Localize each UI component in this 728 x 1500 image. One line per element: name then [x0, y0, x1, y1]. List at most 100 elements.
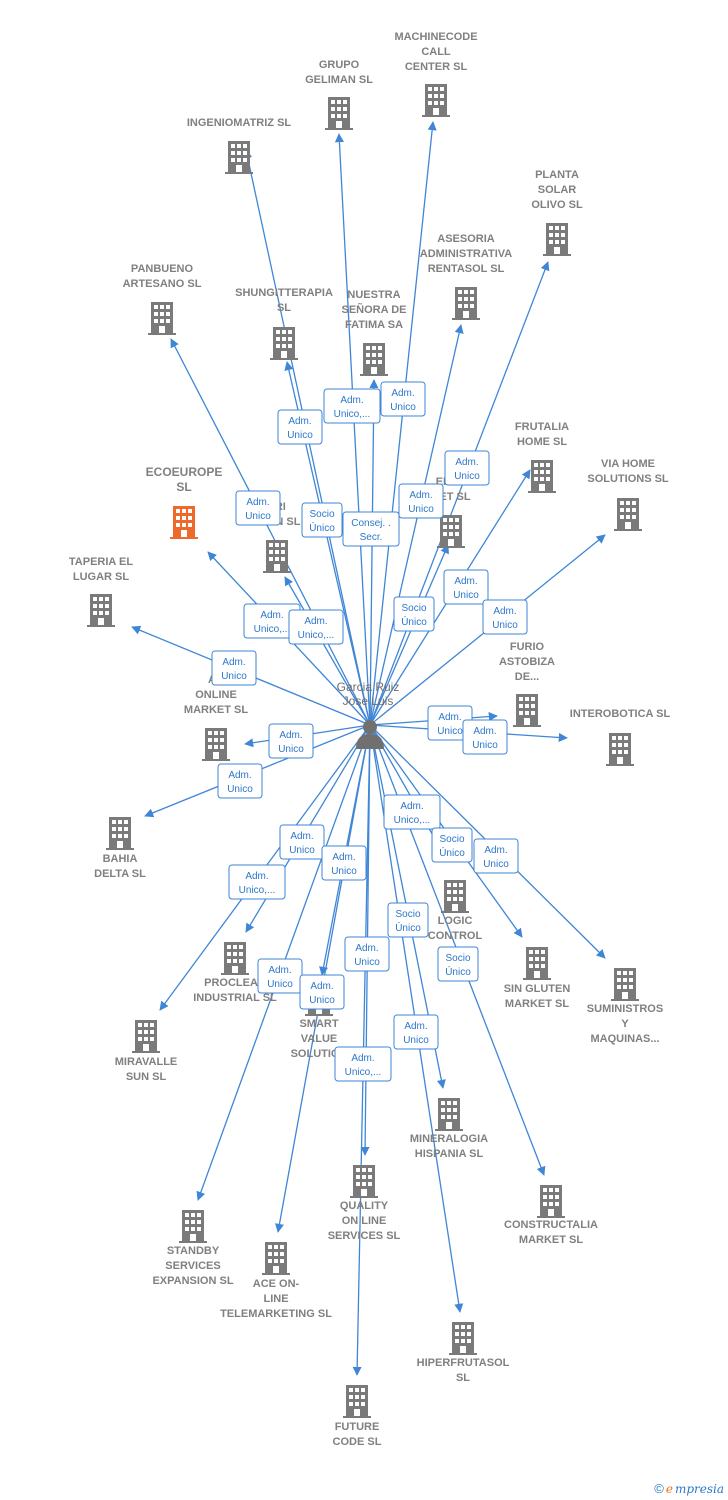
building-icon	[87, 594, 115, 627]
company-label-line: MINERALOGIA	[410, 1133, 488, 1145]
relation-label-r21[interactable]: Adm.Unico	[473, 838, 519, 874]
relation-label-r14[interactable]: Adm.Unico	[211, 650, 257, 686]
relation-label-r19[interactable]: Adm.Unico,...	[383, 794, 441, 830]
company-label-line: PLANTA	[535, 169, 579, 181]
relation-box	[393, 1014, 439, 1050]
relation-label-r3[interactable]: Adm.Unico	[380, 381, 426, 417]
relation-box	[277, 409, 323, 445]
relation-label-r22[interactable]: Adm.Unico	[279, 824, 325, 860]
relation-text: Unico	[492, 620, 518, 631]
edge-to-fmarket	[369, 544, 449, 726]
relation-label-r11[interactable]: Adm.Unico	[443, 569, 489, 605]
relation-text: Adm.	[260, 610, 283, 621]
relation-text: Unico	[437, 726, 463, 737]
relation-label-r17[interactable]: Adm.Unico	[268, 723, 314, 759]
building-icon	[225, 141, 253, 174]
company-label-line: PROCLEAN	[204, 977, 266, 989]
relation-label-r18[interactable]: Adm.Unico	[217, 763, 263, 799]
relation-label-r31[interactable]: Adm.Unico,...	[334, 1046, 392, 1082]
company-label-line: ADMINISTRATIVA	[420, 248, 513, 260]
relation-box	[235, 490, 281, 526]
relation-box	[268, 723, 314, 759]
relation-text: Unico	[221, 671, 247, 682]
relation-label-r24[interactable]: Adm.Unico,...	[228, 864, 286, 900]
relation-label-r27[interactable]: Adm.Unico	[344, 936, 390, 972]
company-label-line: HOME SL	[517, 436, 567, 448]
relation-box	[299, 974, 345, 1010]
company-node-ingeniomatriz[interactable]: INGENIOMATRIZ SL	[187, 117, 292, 174]
relation-text: Adm.	[391, 388, 414, 399]
relation-box	[344, 936, 390, 972]
relation-label-r4[interactable]: Adm.Unico	[444, 450, 490, 486]
relation-label-r8[interactable]: Consej. .Secr.	[342, 511, 400, 547]
relation-label-r2[interactable]: Adm.Unico,...	[323, 388, 381, 424]
relation-label-r5[interactable]: Adm.Unico	[398, 483, 444, 519]
building-icon	[513, 694, 541, 727]
relation-box	[380, 381, 426, 417]
relation-label-r13[interactable]: Adm.Unico	[482, 599, 528, 635]
company-node-logic[interactable]: LOGICCONTROLMA L	[428, 880, 483, 957]
relation-text: Adm.	[473, 726, 496, 737]
relation-text: Adm.	[268, 965, 291, 976]
company-label-line: PANBUENO	[131, 263, 194, 275]
company-label-line: HISPANIA SL	[415, 1148, 484, 1160]
relation-text: Unico,...	[239, 885, 276, 896]
company-label-line: SIN GLUTEN	[504, 983, 571, 995]
relation-label-r9[interactable]: Adm.Unico,...	[243, 603, 301, 639]
relation-label-r1[interactable]: Adm.Unico	[277, 409, 323, 445]
relation-label-r23[interactable]: Adm.Unico	[321, 845, 367, 881]
relation-label-r6[interactable]: Adm.Unico	[235, 490, 281, 526]
company-node-suministros[interactable]: SUMINISTROSYMAQUINAS...	[587, 968, 663, 1045]
company-node-furio[interactable]: FURIOASTOBIZADE...	[499, 641, 555, 727]
company-label-line: SOLAR	[538, 184, 577, 196]
building-icon	[543, 223, 571, 256]
building-icon	[528, 460, 556, 493]
company-node-acone[interactable]: ACONLINEMARKET SL	[184, 674, 248, 761]
company-label-line: ONLINE	[195, 689, 237, 701]
company-node-interobotica[interactable]: INTEROBOTICA SL	[570, 708, 671, 766]
relation-label-r16[interactable]: Adm.Unico	[462, 719, 508, 755]
relation-label-r10[interactable]: Adm.Unico,...	[288, 609, 344, 645]
company-label-line: DELTA SL	[94, 868, 146, 880]
edge-to-grupo	[334, 133, 371, 726]
company-label-line: SHUNGITTERAPIA	[235, 287, 333, 299]
relation-box	[473, 838, 519, 874]
relation-label-r30[interactable]: Adm.Unico	[393, 1014, 439, 1050]
relation-label-r28[interactable]: Adm.Unico	[257, 958, 303, 994]
company-node-mineralogia[interactable]: MINERALOGIA HISPANIA SL	[410, 1098, 488, 1160]
relation-text: Adm.	[304, 616, 327, 627]
company-label-line: INTEROBOTICA SL	[570, 708, 671, 720]
relation-text: Unico	[227, 784, 253, 795]
relation-label-r29[interactable]: Adm.Unico	[299, 974, 345, 1010]
building-icon	[523, 947, 551, 980]
relation-text: Adm.	[340, 395, 363, 406]
